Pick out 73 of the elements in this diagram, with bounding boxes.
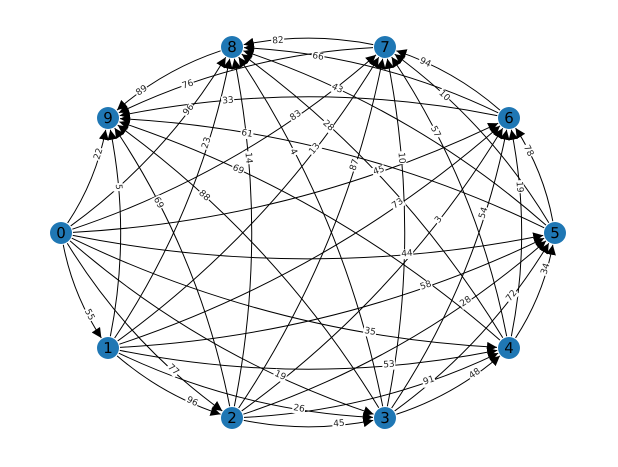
arrow — [119, 238, 545, 348]
arrow — [243, 43, 499, 114]
arrow — [243, 352, 499, 418]
arrow — [70, 240, 374, 416]
edge-label: 53 — [382, 359, 396, 370]
edge-label: 55 — [82, 307, 97, 324]
arrow — [71, 238, 498, 352]
arrow — [72, 122, 499, 233]
edge-label: 91 — [420, 374, 437, 388]
arrow — [396, 355, 500, 415]
edge-label: 5 — [112, 182, 123, 192]
arrow — [66, 242, 223, 412]
edge-label: 66 — [310, 50, 326, 63]
edge-label: 69 — [150, 194, 166, 212]
arrow — [116, 355, 222, 416]
arrow — [515, 128, 554, 222]
graph-node: 4 — [498, 337, 520, 359]
arrow — [508, 129, 522, 337]
arrow — [117, 56, 380, 342]
edge-label: 3 — [432, 214, 445, 226]
arrow — [72, 232, 544, 260]
arrow — [394, 54, 550, 224]
graph-node: 1 — [97, 337, 119, 359]
graph-node: 6 — [498, 107, 520, 129]
edge-label: 19 — [272, 368, 288, 384]
arrow — [391, 56, 508, 337]
edge-label: 14 — [242, 151, 254, 166]
edge-label: 83 — [287, 108, 304, 124]
edge-label: 77 — [164, 361, 182, 378]
arrow — [70, 56, 226, 226]
arrow — [72, 54, 376, 230]
arrow — [114, 58, 232, 339]
arrow — [384, 58, 406, 407]
arrow — [242, 49, 546, 226]
arrow — [119, 347, 498, 370]
arrow — [243, 417, 374, 428]
edge-label: 61 — [239, 128, 254, 140]
graph-node: 5 — [544, 222, 566, 244]
arrow — [118, 352, 374, 422]
arrow — [119, 96, 498, 119]
arrow — [62, 244, 102, 338]
edge-label: 28 — [457, 294, 474, 310]
graph-node: 2 — [221, 407, 243, 429]
arrow — [107, 129, 122, 337]
arrow — [515, 244, 556, 338]
graph-node: 0 — [50, 222, 72, 244]
arrow — [242, 240, 546, 415]
edge-label: 96 — [180, 102, 197, 118]
arrow — [396, 49, 500, 111]
edge-label: 35 — [362, 326, 378, 338]
edge-label: 44 — [400, 248, 414, 260]
edge-label: 13 — [306, 140, 323, 158]
arrow — [116, 50, 222, 111]
graph-node: 7 — [374, 36, 396, 58]
edge-label: 45 — [371, 164, 388, 178]
arrow — [391, 129, 510, 409]
arrow — [117, 124, 380, 408]
edge-label: 72 — [504, 287, 520, 304]
arrow — [118, 47, 374, 114]
arrow — [241, 128, 504, 412]
arrow — [241, 54, 504, 338]
arrow — [119, 114, 545, 228]
graph-node: 3 — [374, 407, 396, 429]
arrow — [231, 58, 252, 407]
arrow — [394, 242, 550, 412]
graph-node: 8 — [221, 36, 243, 58]
graph-node: 9 — [97, 107, 119, 129]
arrow — [67, 129, 109, 224]
edge-label: 82 — [270, 35, 285, 46]
edge-label: 26 — [291, 402, 306, 415]
arrow — [243, 38, 374, 48]
arrow — [114, 127, 230, 407]
edge-label: 73 — [390, 196, 407, 212]
